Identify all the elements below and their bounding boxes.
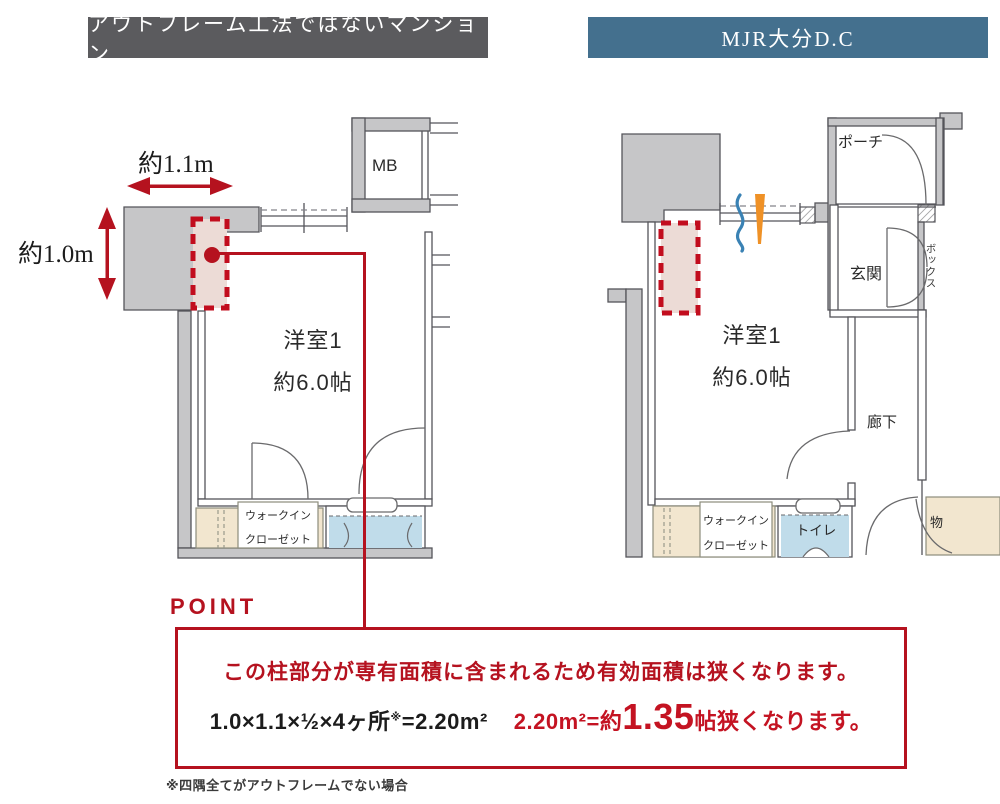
right-toilet-label: トイレ — [796, 523, 837, 538]
point-callout-box: この柱部分が専有面積に含まれるため有効面積は狭くなります。 1.0×1.1×½×… — [175, 627, 907, 769]
left-room-size: 約6.0帖 — [273, 370, 353, 395]
formula-red-pre: 2.20m²=約 — [513, 709, 623, 734]
point-text-line1: この柱部分が専有面積に含まれるため有効面積は狭くなります。 — [223, 661, 859, 684]
right-room-size: 約6.0帖 — [712, 365, 792, 390]
left-closet-label-1: ウォークイン — [245, 509, 311, 522]
left-room-labels: 洋室1 約6.0帖 MB — [273, 156, 397, 395]
formula-red-post: 帖狭くなります。 — [694, 709, 873, 734]
right-hatched-walls — [799, 204, 936, 224]
left-mb-label: MB — [372, 156, 398, 175]
airflow-sun-icon — [755, 194, 765, 244]
left-room-name: 洋室1 — [283, 328, 342, 353]
left-closet-label-2: クローゼット — [245, 533, 311, 546]
left-bathroom — [325, 497, 426, 549]
right-doors — [786, 134, 953, 556]
footnote: ※四隅全てがアウトフレームでない場合 — [166, 778, 409, 793]
right-floorplan: ウォークイン クローゼット トイレ 物 — [607, 112, 1000, 558]
right-closet-label-1: ウォークイン — [703, 514, 769, 527]
formula-note-mark: ※ — [390, 711, 402, 724]
airflow-wind-icon — [735, 193, 745, 253]
formula-black-eq: =2.20m² — [401, 709, 488, 734]
formula-black: 1.0×1.1×½×4ヶ所 — [209, 709, 391, 734]
left-walls — [123, 117, 433, 559]
right-airflow — [735, 193, 765, 253]
leader-line-horizontal — [212, 252, 365, 255]
right-toilet: トイレ — [777, 498, 853, 558]
leader-dot — [204, 247, 220, 263]
right-box-label: ボックス — [924, 243, 937, 289]
right-closet-label-2: クローゼット — [703, 539, 769, 552]
left-closet: ウォークイン クローゼット — [195, 501, 324, 549]
left-pillar-highlight — [190, 216, 230, 311]
right-closet: ウォークイン クローゼット — [652, 501, 776, 558]
dim-width-label: 約1.1m — [138, 150, 214, 178]
left-dimensions: 約1.1m 約1.0m — [18, 150, 233, 300]
left-room-walls — [197, 231, 433, 507]
left-floorplan: ウォークイン クローゼット 洋室1 約6.0帖 MB 約1.1m — [18, 117, 458, 559]
header-non-outframe: アウトフレーム工法ではないマンション — [88, 12, 488, 66]
right-room-name: 洋室1 — [722, 323, 781, 348]
header-mjr-oita: MJR大分D.C — [588, 17, 988, 58]
point-heading: POINT — [170, 594, 258, 619]
left-wall-lines — [260, 122, 458, 328]
right-porch-label: ポーチ — [838, 134, 883, 151]
point-text-line2: 1.0×1.1×½×4ヶ所※=2.20m² 2.20m²=約1.35帖狭くなります… — [178, 696, 904, 738]
right-storage: 物 — [925, 496, 1000, 556]
right-pillar-highlight — [658, 220, 701, 316]
formula-red-big: 1.35 — [622, 696, 695, 737]
right-storage-label: 物 — [930, 515, 943, 530]
right-walls — [607, 112, 963, 558]
right-room-labels: ポーチ 玄関 廊下 洋室1 約6.0帖 — [712, 134, 897, 431]
dim-height-label: 約1.0m — [18, 240, 94, 268]
right-entrance-label: 玄関 — [850, 265, 882, 283]
leader-line-vertical — [363, 252, 366, 628]
right-corridor-label: 廊下 — [867, 414, 897, 431]
left-doors — [251, 427, 426, 500]
